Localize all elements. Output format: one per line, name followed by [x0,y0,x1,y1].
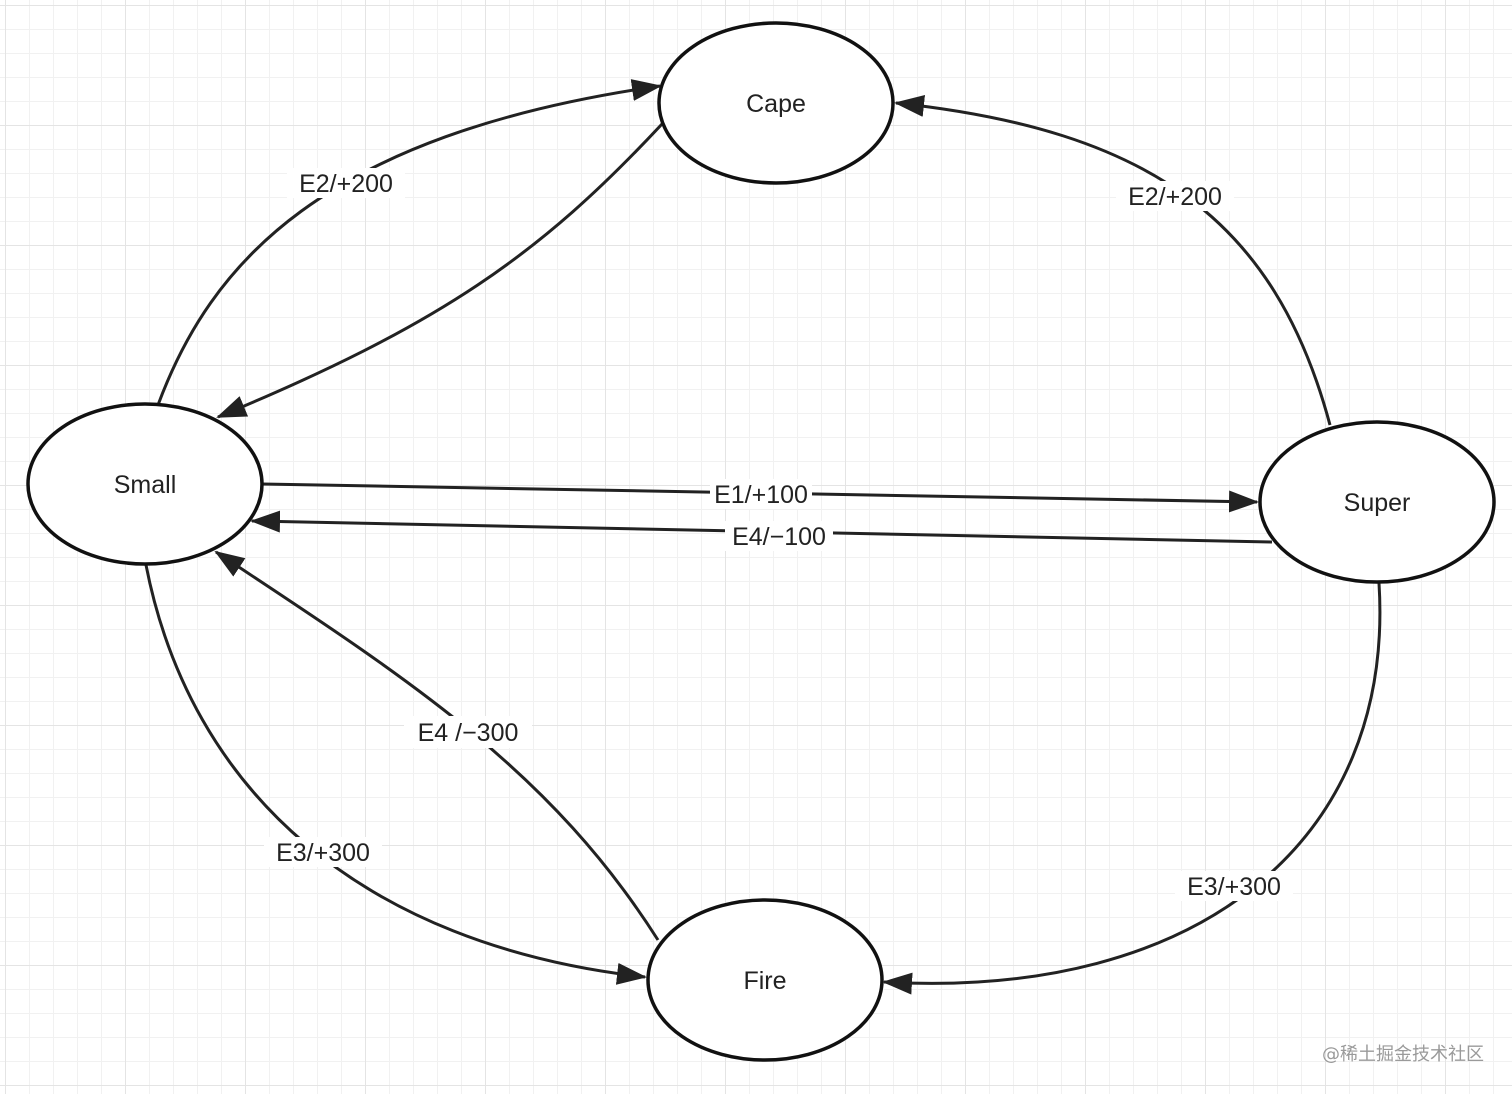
label-small-to-super: E1/+100 [710,479,812,509]
edge-cape-to-small [216,122,664,419]
svg-text:E2/+200: E2/+200 [1128,183,1222,211]
edge-super-to-cape [894,95,1332,426]
node-super-label: Super [1344,489,1411,517]
nodes: Cape Small Super Fire [26,21,1496,1062]
svg-text:E2/+200: E2/+200 [299,170,393,198]
svg-text:E3/+300: E3/+300 [1187,873,1281,901]
node-super[interactable]: Super [1258,420,1496,584]
node-small[interactable]: Small [26,402,264,566]
edge-small-to-cape [156,79,662,406]
label-super-to-small: E4/−100 [725,521,833,551]
node-small-label: Small [114,471,177,499]
watermark: @稀土掘金技术社区 [1322,1044,1484,1065]
edge-super-to-fire [882,582,1382,995]
node-fire[interactable]: Fire [646,898,884,1062]
node-fire-label: Fire [743,967,786,995]
node-cape[interactable]: Cape [657,21,895,185]
node-cape-label: Cape [746,90,806,118]
svg-text:E3/+300: E3/+300 [276,839,370,867]
label-super-to-cape: E2/+200 [1116,181,1234,211]
svg-text:E4/−100: E4/−100 [732,523,826,551]
label-super-to-fire: E3/+300 [1175,871,1293,901]
edge-small-to-fire [144,564,647,985]
label-small-to-cape: E2/+200 [287,168,405,198]
label-fire-to-small: E4 /−300 [404,716,532,748]
edge-labels: E2/+200 E2/+200 E1/+100 E4/−100 E4 /−300… [264,168,1293,901]
svg-text:E1/+100: E1/+100 [714,481,808,509]
label-small-to-fire: E3/+300 [264,837,382,867]
svg-text:E4 /−300: E4 /−300 [418,719,519,747]
